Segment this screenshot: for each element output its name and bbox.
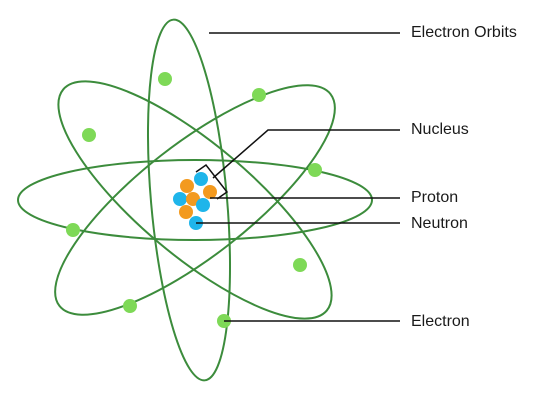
neutron (173, 192, 187, 206)
electron (158, 72, 172, 86)
orbit-diagonal-a (54, 84, 336, 316)
leader-lines (195, 32, 400, 322)
neutron (196, 198, 210, 212)
proton (179, 205, 193, 219)
orbit-diagonal-b (57, 80, 333, 320)
nucleus-bracket (195, 163, 229, 200)
label-nucleus: Nucleus (411, 121, 469, 138)
electron (123, 299, 137, 313)
neutron (194, 172, 208, 186)
electrons (66, 72, 322, 328)
electron (82, 128, 96, 142)
proton (180, 179, 194, 193)
orbit-vertical (146, 18, 232, 382)
label-proton: Proton (411, 189, 459, 206)
proton (203, 185, 217, 199)
electron (252, 88, 266, 102)
label-neutron: Neutron (411, 215, 468, 232)
label-electron: Electron (411, 313, 470, 330)
electron-orbits (17, 18, 373, 382)
label-electron-orbits: Electron Orbits (411, 24, 517, 41)
orbit-horizontal (17, 159, 373, 241)
nucleus (173, 172, 217, 230)
leader-nucleus (212, 129, 400, 179)
electron (66, 223, 80, 237)
electron (308, 163, 322, 177)
electron (293, 258, 307, 272)
